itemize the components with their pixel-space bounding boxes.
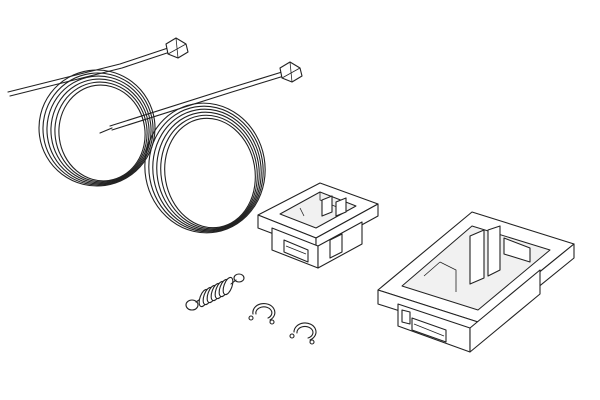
bezel-large-icon	[377, 211, 575, 353]
tension-spring-icon	[185, 273, 245, 311]
bezel-small-icon	[257, 182, 379, 269]
cable-coil-right-icon	[109, 61, 303, 234]
snap-ring-icon	[289, 322, 317, 345]
snap-ring-icon	[248, 303, 276, 325]
cable-coil-left-icon	[7, 37, 189, 187]
